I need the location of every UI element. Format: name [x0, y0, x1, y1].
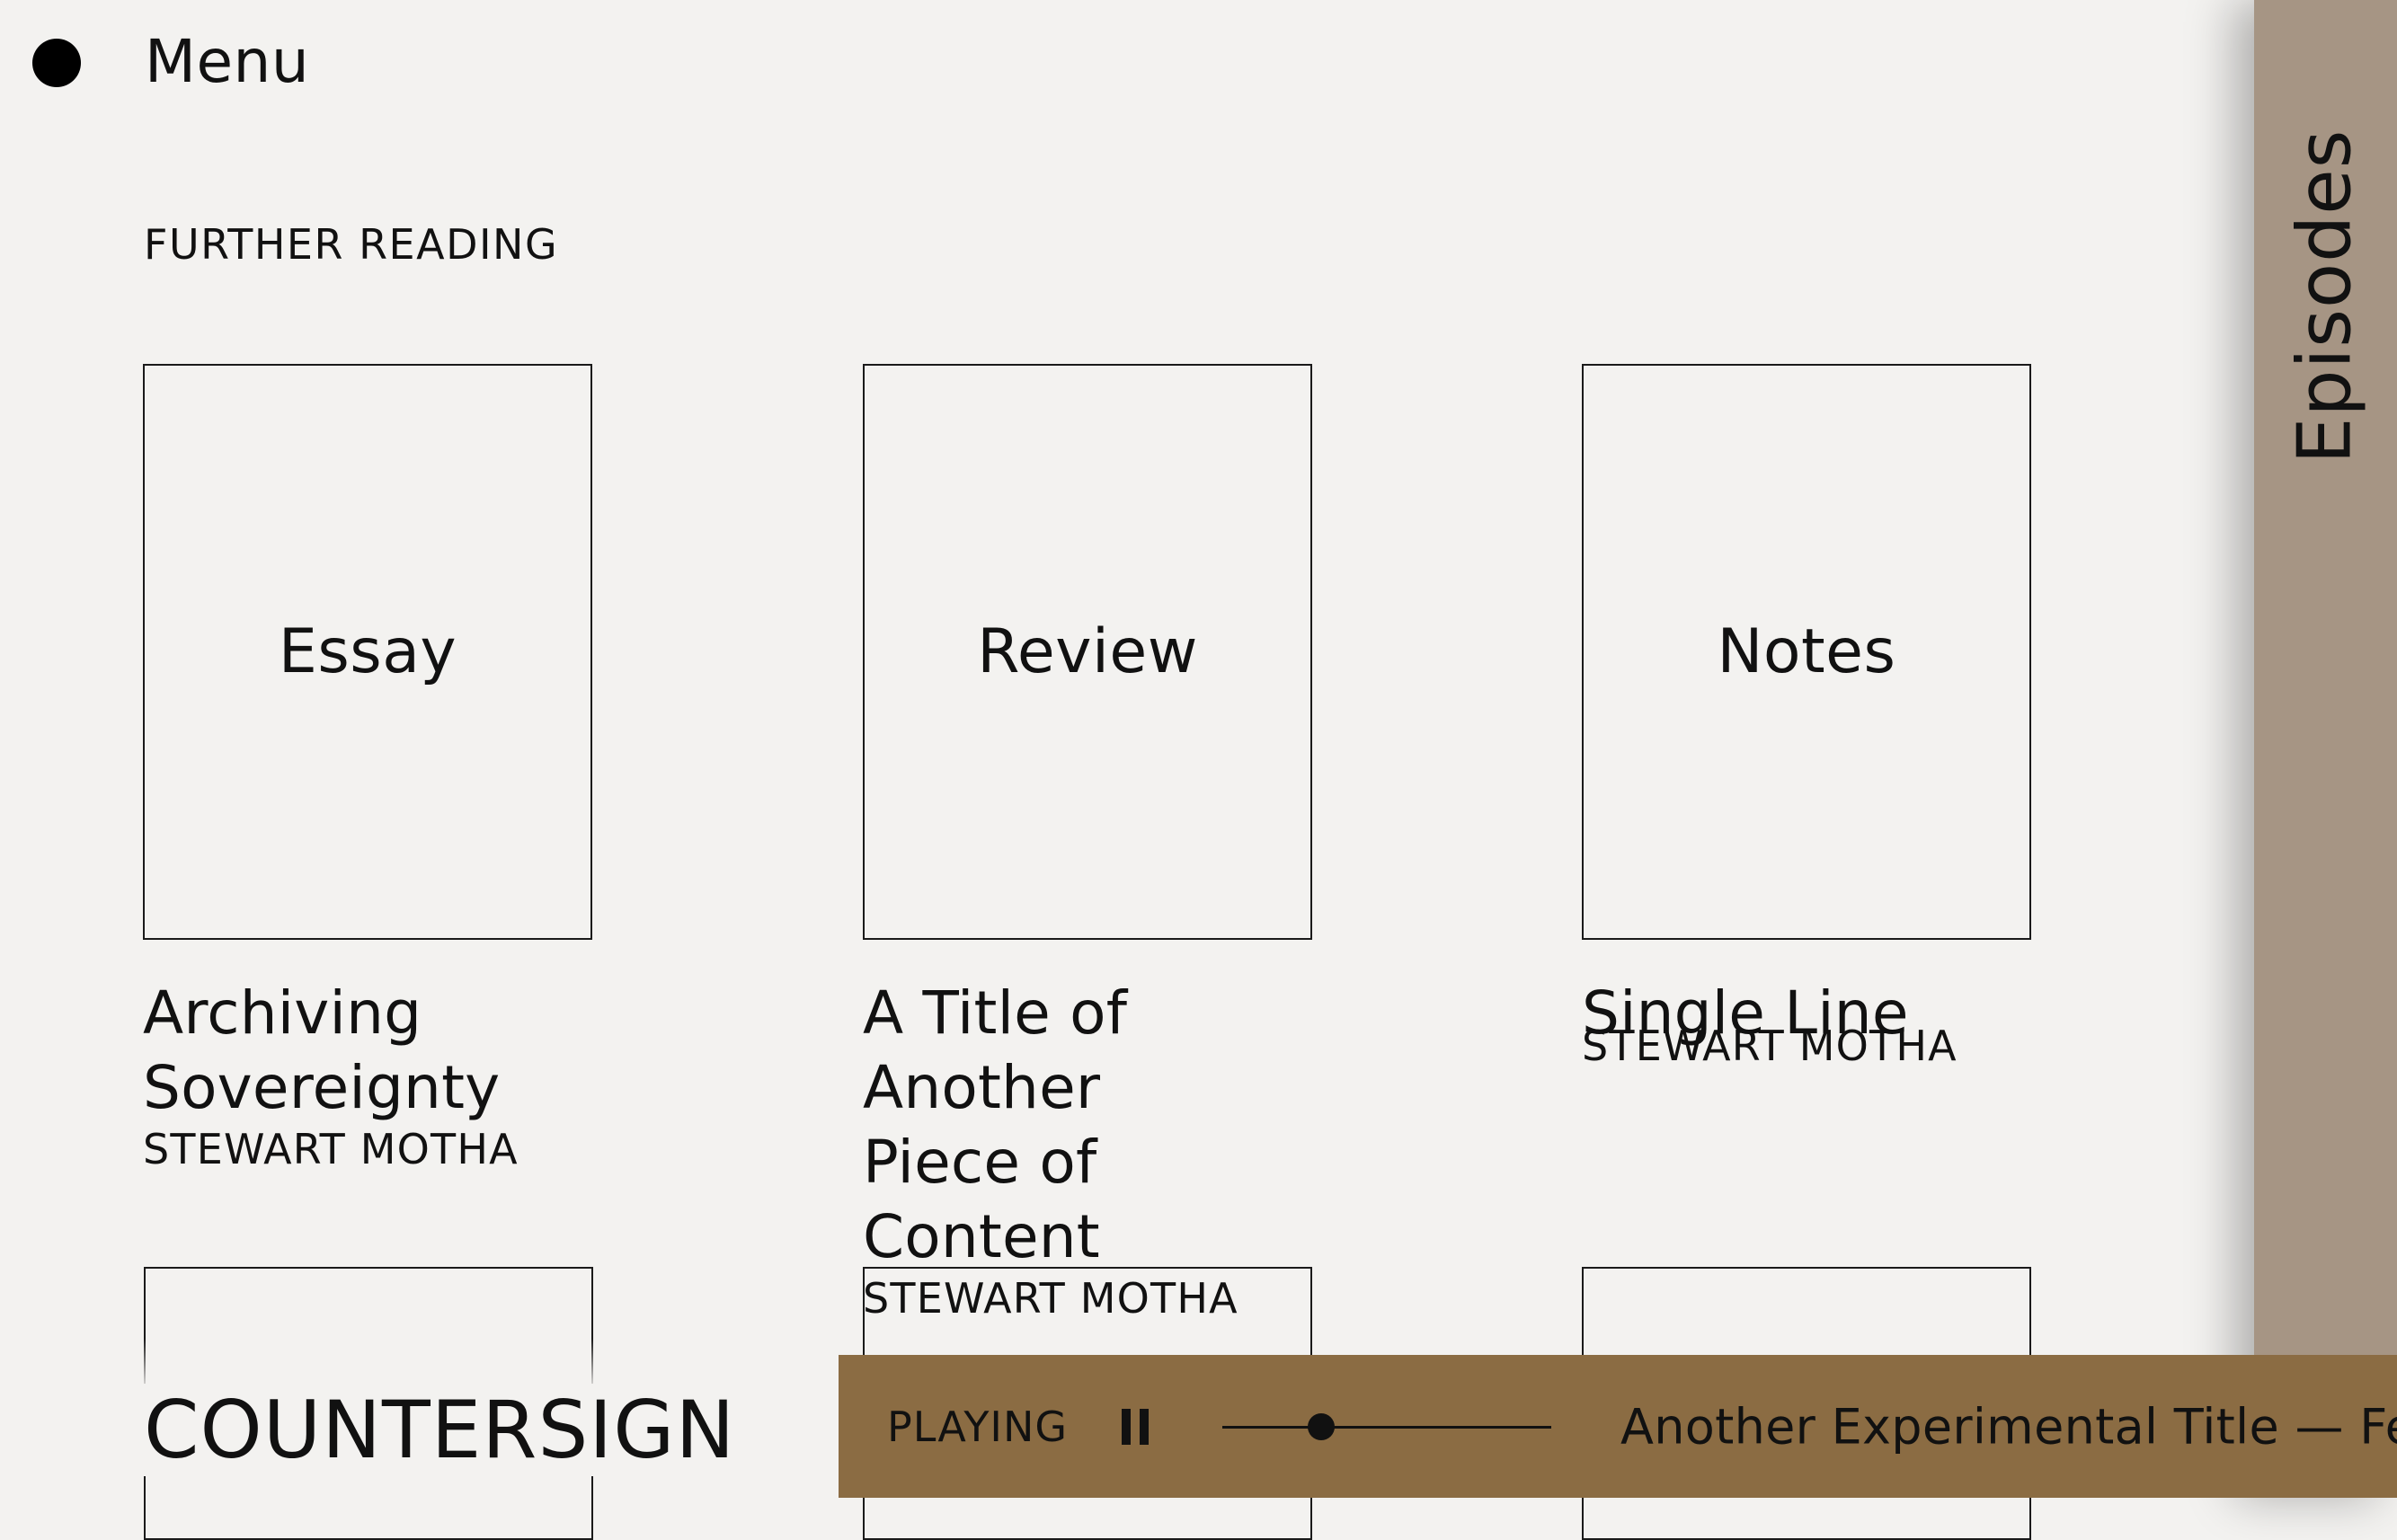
card-author: STEWART MOTHA: [1582, 1022, 1958, 1070]
player-status: PLAYING: [887, 1402, 1069, 1451]
pause-bar-right: [1140, 1408, 1149, 1445]
card-type-label: Notes: [1717, 616, 1896, 687]
card-title[interactable]: Archiving Sovereignty: [143, 976, 590, 1125]
audio-player-bar: PLAYING Another Experimental Title — Fea…: [839, 1355, 2397, 1498]
progress-thumb[interactable]: [1307, 1412, 1335, 1440]
menu-label: Menu: [145, 26, 310, 96]
episodes-panel[interactable]: Episodes: [2254, 0, 2397, 1498]
brand-logo[interactable]: COUNTERSIGN: [144, 1384, 772, 1476]
card-author: STEWART MOTHA: [143, 1125, 519, 1173]
episodes-label: Episodes: [2282, 128, 2368, 465]
card-type-label: Essay: [278, 616, 457, 687]
menu-dot-icon: [32, 39, 81, 87]
menu-button[interactable]: Menu: [32, 27, 309, 99]
card-title[interactable]: A Title of Another Piece of Content: [863, 976, 1310, 1274]
pause-icon[interactable]: [1122, 1408, 1149, 1445]
card-thumbnail[interactable]: Essay: [143, 364, 592, 940]
card-title[interactable]: Single Line: [1582, 976, 2029, 1050]
card-title-line: A Title of Another: [863, 978, 1128, 1122]
card-thumbnail[interactable]: Review: [863, 364, 1312, 940]
card-title-line: Archiving: [143, 978, 422, 1048]
card-review[interactable]: Review A Title of Another Piece of Conte…: [863, 364, 1312, 1323]
card-notes[interactable]: Notes Single Line STEWART MOTHA: [1582, 364, 2031, 1070]
track-title: Another Experimental Title — Feat. Av: [1620, 1398, 2397, 1455]
progress-slider[interactable]: [1222, 1412, 1551, 1440]
card-thumbnail[interactable]: Notes: [1582, 364, 2031, 940]
card-type-label: Review: [977, 616, 1198, 687]
card-title-line: Sovereignty: [143, 1053, 501, 1122]
card-author: STEWART MOTHA: [863, 1274, 1238, 1323]
progress-track: [1222, 1425, 1551, 1429]
card-title-line: Single Line: [1582, 978, 1909, 1048]
card-essay[interactable]: Essay Archiving Sovereignty STEWART MOTH…: [143, 364, 592, 1173]
pause-bar-left: [1122, 1408, 1131, 1445]
section-heading: FURTHER READING: [144, 220, 559, 269]
card-title-line: Piece of Content: [863, 1128, 1100, 1271]
